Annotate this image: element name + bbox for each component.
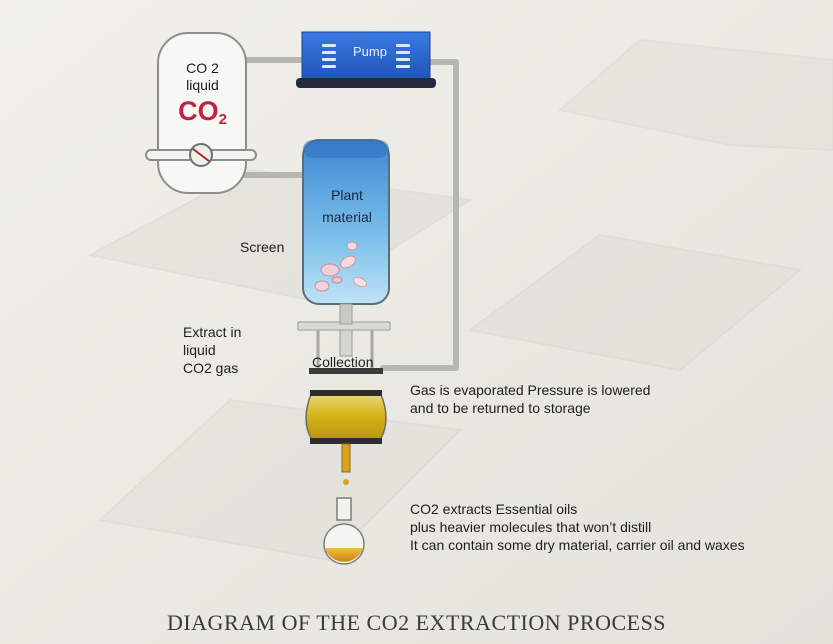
collection-vessel (305, 368, 387, 485)
pump-label: Pump (353, 44, 387, 59)
evaporation-line2: and to be returned to storage (410, 400, 591, 416)
co2-tank-line1: CO 2 (186, 60, 219, 76)
extract-line2: liquid (183, 342, 216, 358)
pump (296, 31, 436, 88)
plant-material-line1: Plant (331, 187, 363, 203)
oil-line2: plus heavier molecules that won’t distil… (410, 519, 652, 535)
collection-flask (323, 497, 365, 565)
diagram-caption: DIAGRAM OF THE CO2 EXTRACTION PROCESS (166, 610, 667, 635)
co2-tank-label: CO 2 liquid (160, 60, 245, 94)
extraction-vessel (302, 139, 390, 305)
co2-tank (145, 32, 257, 194)
plant-material-line2: material (322, 209, 372, 225)
evaporation-line1: Gas is evaporated Pressure is lowered (410, 382, 651, 398)
pipes (242, 57, 459, 371)
extract-line3: CO2 gas (183, 360, 239, 376)
oil-line3: It can contain some dry material, carrie… (410, 537, 745, 553)
extract-label: Extract in liquid CO2 gas (183, 323, 241, 377)
screen-connector (297, 303, 391, 370)
plant-material-label: Plant material (306, 184, 388, 228)
extract-line1: Extract in (183, 324, 242, 340)
collection-label: Collection (312, 354, 374, 370)
co2-formula-main: CO (178, 96, 219, 126)
oil-line1: CO2 extracts Essential oils (410, 501, 578, 517)
background-trays (87, 38, 833, 562)
plant-material-flakes (314, 241, 368, 292)
screen-label: Screen (240, 239, 285, 255)
co2-formula: CO2 (160, 96, 245, 135)
co2-formula-sub: 2 (218, 111, 227, 128)
co2-tank-line2: liquid (186, 77, 219, 93)
evaporation-note: Gas is evaporated Pressure is lowered an… (410, 381, 650, 417)
essential-oil-note: CO2 extracts Essential oils plus heavier… (410, 500, 745, 554)
